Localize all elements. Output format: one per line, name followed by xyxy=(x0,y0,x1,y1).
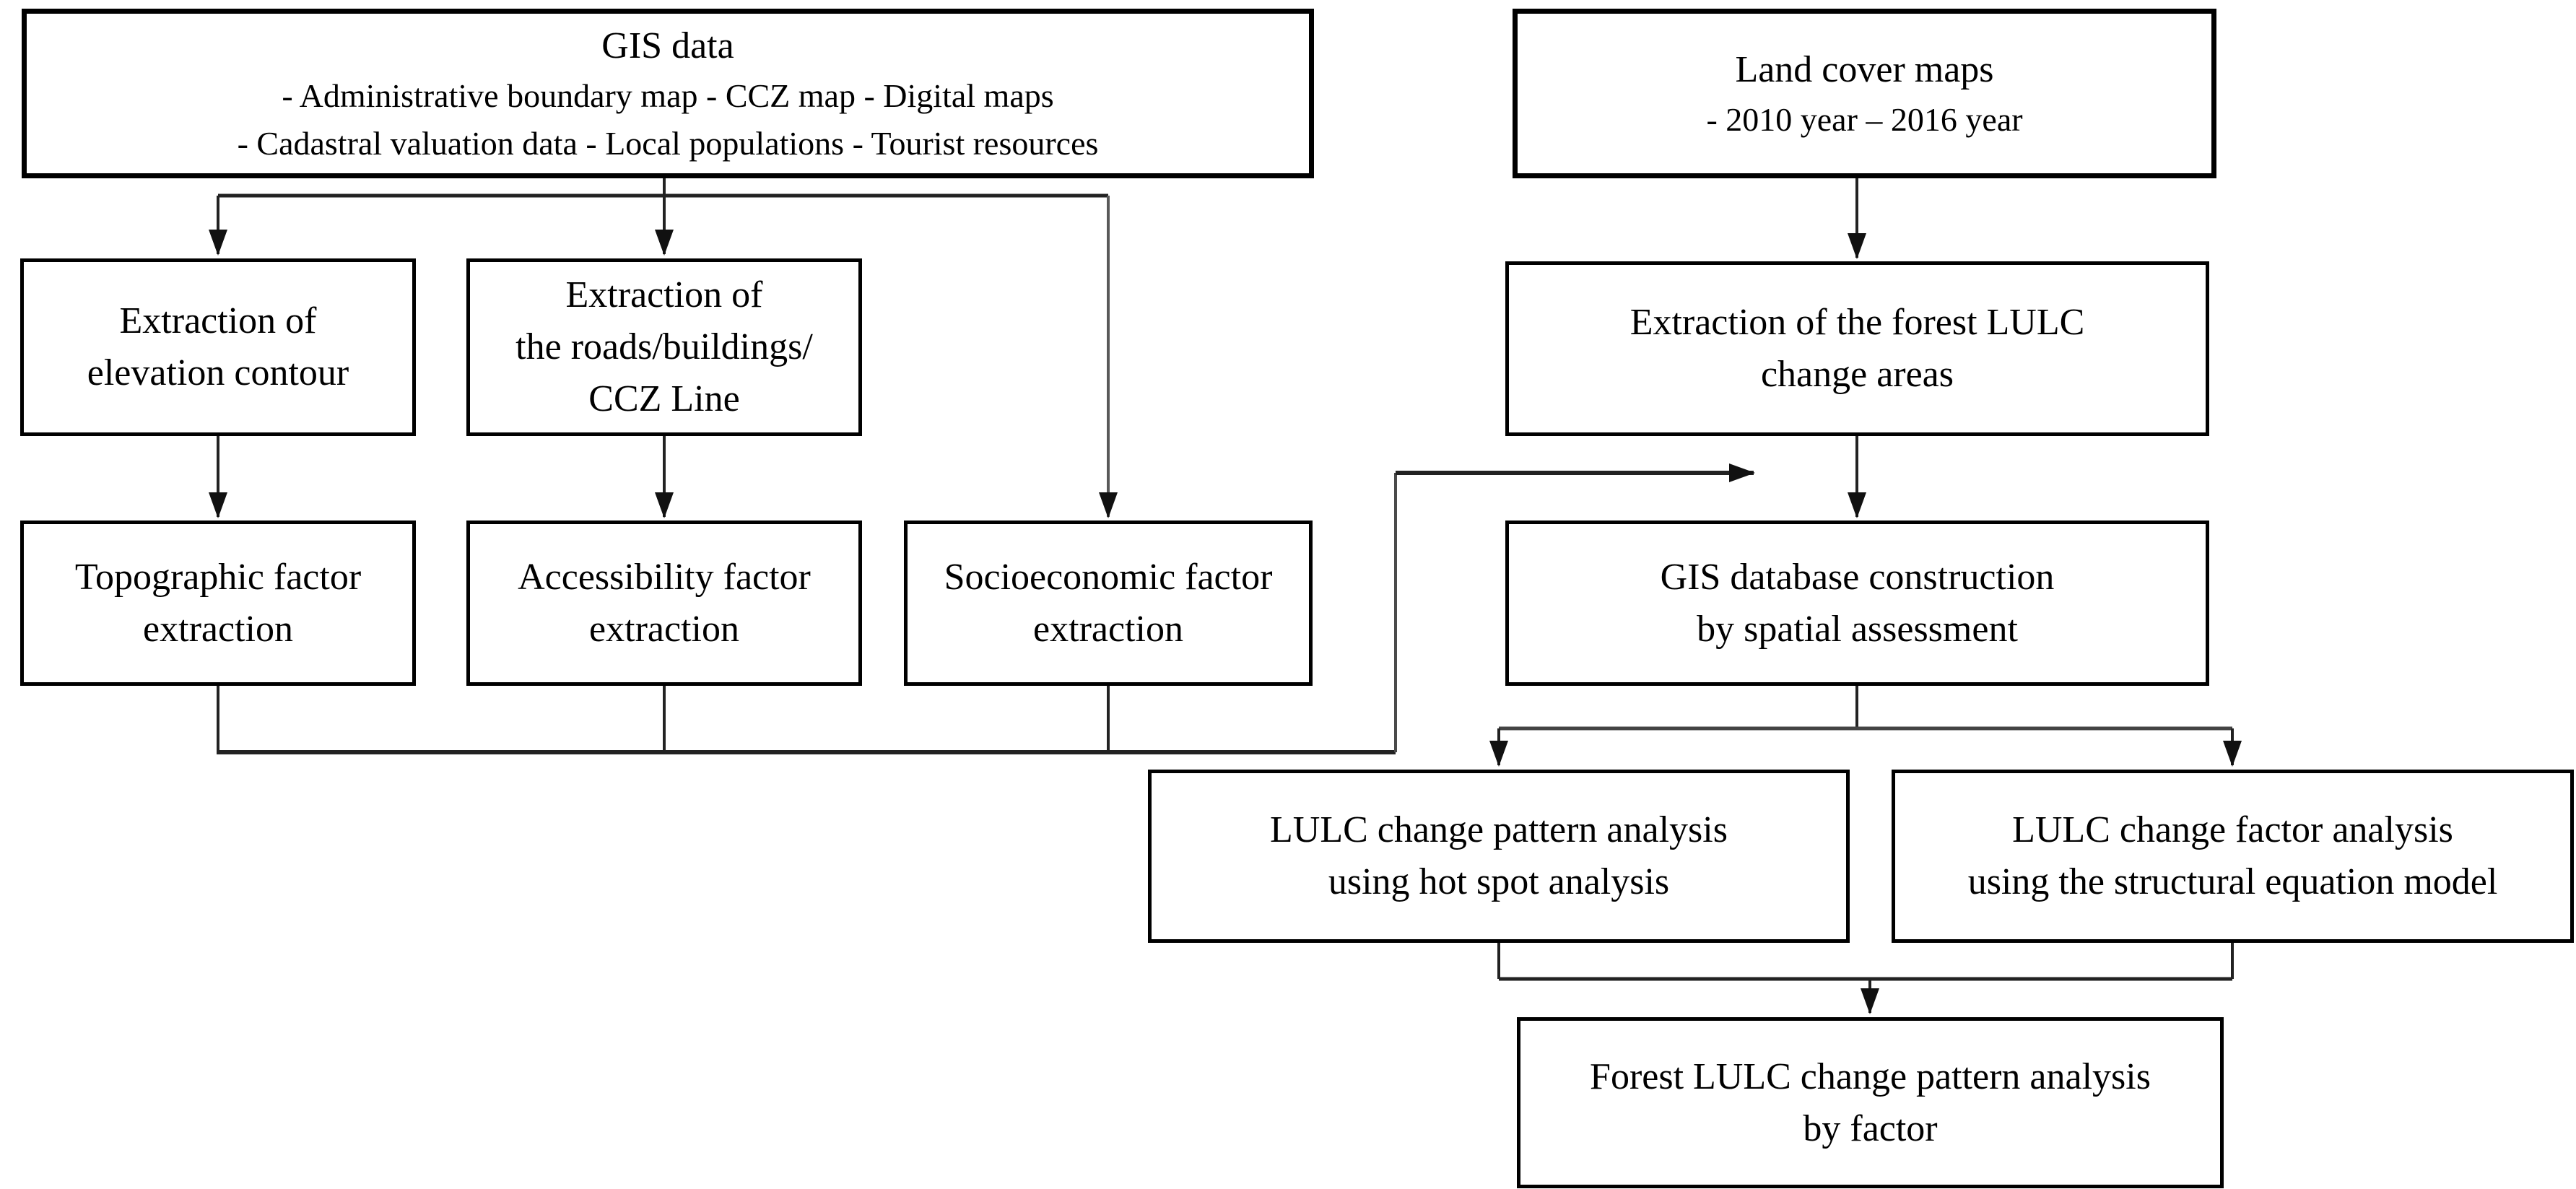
node-text-line: Topographic factor xyxy=(74,556,362,598)
node-accessibility-factor-extraction: Accessibility factor extraction xyxy=(466,521,862,686)
node-lulc-change-factor-analysis: LULC change factor analysis using the st… xyxy=(1892,770,2574,943)
node-extraction-elevation-contour: Extraction of elevation contour xyxy=(20,258,416,436)
node-text-line: by factor xyxy=(1803,1107,1938,1149)
node-text-line: Extraction of xyxy=(119,300,317,341)
node-lulc-change-pattern-analysis: LULC change pattern analysis using hot s… xyxy=(1148,770,1850,943)
node-text-line: Forest LULC change pattern analysis xyxy=(1590,1055,2151,1097)
node-text-line: by spatial assessment xyxy=(1697,608,2018,650)
node-land-cover-maps: Land cover maps - 2010 year – 2016 year xyxy=(1513,9,2216,178)
node-forest-lulc-change-pattern-by-factor: Forest LULC change pattern analysis by f… xyxy=(1517,1017,2224,1188)
node-gis-data: GIS data - Administrative boundary map -… xyxy=(22,9,1314,178)
node-text-line: the roads/buildings/ xyxy=(515,326,813,367)
node-extraction-forest-lulc-change: Extraction of the forest LULC change are… xyxy=(1505,261,2209,436)
node-text-line: LULC change pattern analysis xyxy=(1270,809,1728,850)
node-gis-database-construction: GIS database construction by spatial ass… xyxy=(1505,521,2209,686)
node-gis-data-title: GIS data xyxy=(601,25,734,66)
node-gis-data-item-1: - Administrative boundary map - CCZ map … xyxy=(282,77,1054,114)
node-text-line: CCZ Line xyxy=(588,378,740,419)
node-text-line: extraction xyxy=(589,608,739,650)
node-text-line: elevation contour xyxy=(87,352,349,393)
node-text-line: using the structural equation model xyxy=(1967,861,2498,902)
node-text-line: Accessibility factor xyxy=(518,556,811,598)
node-gis-data-item-2: - Cadastral valuation data - Local popul… xyxy=(237,124,1099,162)
node-socioeconomic-factor-extraction: Socioeconomic factor extraction xyxy=(904,521,1313,686)
node-text-line: extraction xyxy=(143,608,293,650)
node-land-cover-title: Land cover maps xyxy=(1735,48,1994,90)
node-text-line: using hot spot analysis xyxy=(1328,861,1670,902)
node-text-line: Extraction of the forest LULC xyxy=(1629,302,2085,343)
node-text-line: extraction xyxy=(1033,608,1183,650)
node-land-cover-years: - 2010 year – 2016 year xyxy=(1706,100,2023,138)
node-text-line: Extraction of xyxy=(565,274,763,315)
node-text-line: Socioeconomic factor xyxy=(944,556,1273,598)
node-text-line: LULC change factor analysis xyxy=(2012,809,2453,850)
node-text-line: GIS database construction xyxy=(1660,556,2055,598)
node-topographic-factor-extraction: Topographic factor extraction xyxy=(20,521,416,686)
node-extraction-roads-buildings-ccz: Extraction of the roads/buildings/ CCZ L… xyxy=(466,258,862,436)
node-text-line: change areas xyxy=(1760,354,1954,395)
